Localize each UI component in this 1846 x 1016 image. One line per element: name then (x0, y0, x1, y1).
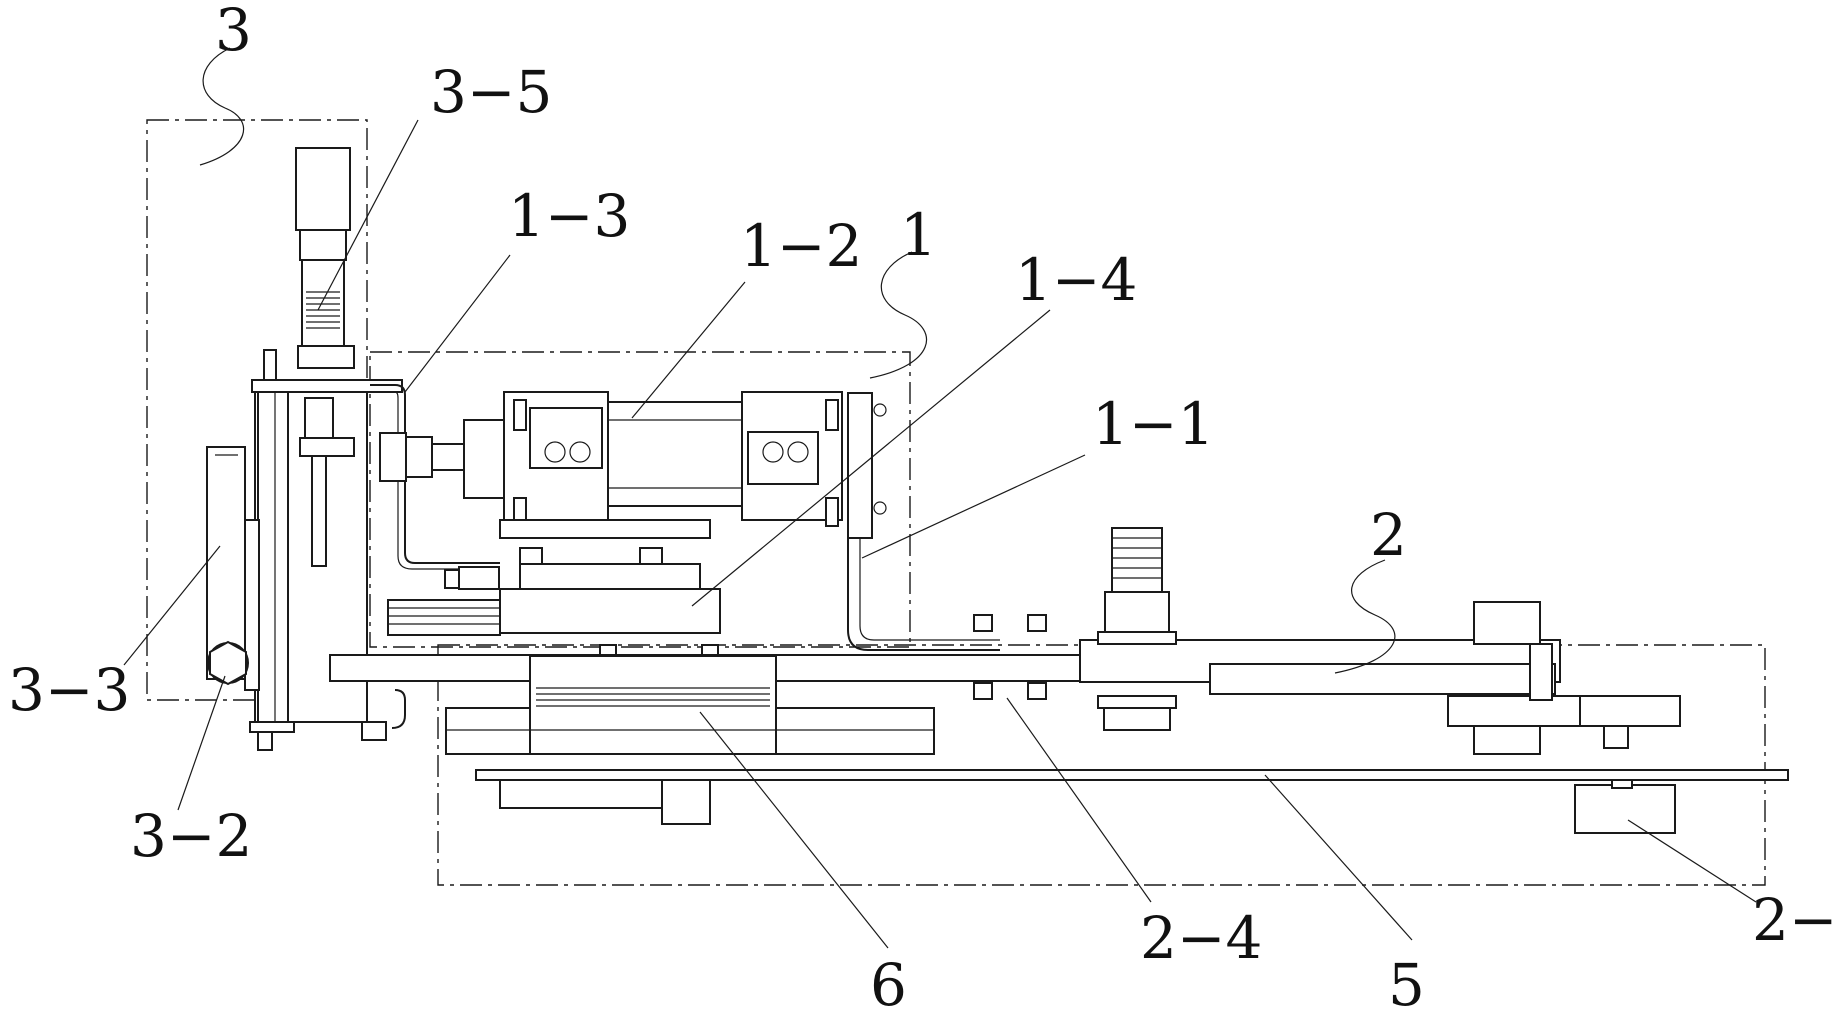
label-3-5: 3−5 (430, 58, 552, 126)
label-1: 1 (900, 201, 937, 269)
label-1-1: 1−1 (1092, 390, 1214, 458)
label-1-4: 1−4 (1015, 246, 1137, 314)
label-3: 3 (215, 0, 252, 64)
label-2: 2 (1370, 501, 1407, 569)
label-3-2: 3−2 (130, 802, 252, 870)
label-3-3: 3−3 (8, 656, 130, 724)
label-5: 5 (1388, 951, 1425, 1016)
label-2-x: 2− (1752, 886, 1838, 954)
label-6: 6 (870, 951, 907, 1016)
leader-lines (124, 48, 1756, 948)
label-1-3: 1−3 (508, 182, 630, 250)
assembly-1 (380, 392, 1000, 650)
label-1-2: 1−2 (740, 212, 862, 280)
label-2-4: 2−4 (1140, 904, 1262, 972)
